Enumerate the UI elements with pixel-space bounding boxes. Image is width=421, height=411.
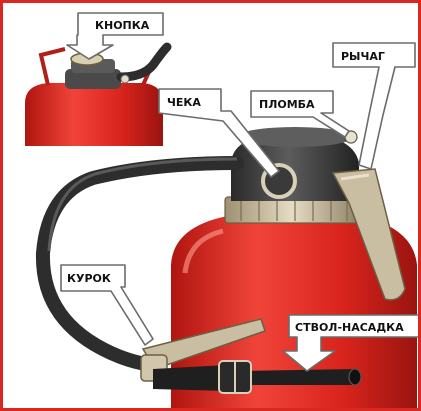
label-rychag: РЫЧАГ	[341, 50, 385, 63]
extinguisher-diagram: КНОПКА ЧЕКА ПЛОМБА РЫЧАГ КУРОК СТВОЛ-НАС…	[3, 3, 421, 411]
label-plomba: ПЛОМБА	[259, 98, 315, 111]
label-knopka: КНОПКА	[95, 19, 150, 32]
label-kurok: КУРОК	[67, 272, 111, 285]
label-cheka: ЧЕКА	[167, 96, 201, 109]
label-stvol: СТВОЛ-НАСАДКА	[295, 321, 404, 334]
